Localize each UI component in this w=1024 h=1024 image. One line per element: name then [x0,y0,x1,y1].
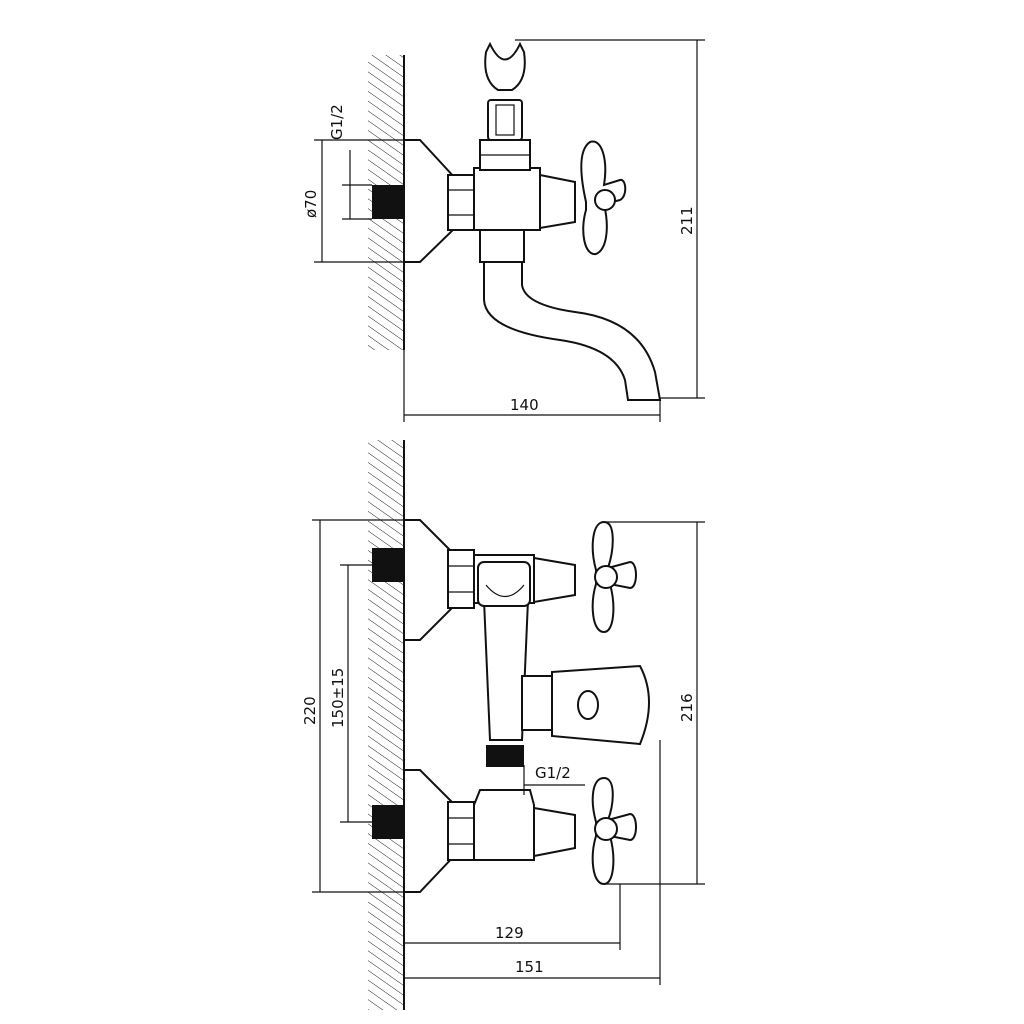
diverter-stem [521,675,553,731]
dim-diameter-top: ø70 [302,139,404,263]
shower-connector-inner [495,104,515,136]
dim-label-diameter: ø70 [302,190,320,218]
thread-connector [486,745,524,767]
pipe-insert-lower [372,805,404,839]
shower-holder-top [484,41,526,91]
dim-height-211: 211 [515,39,705,399]
dim-150: 150±15 [329,564,372,823]
dim-151: 151 [404,740,661,985]
valve-stem-top [539,173,576,230]
front-view: 220 150±15 216 G1/2 129 151 [301,440,705,1010]
spout-collar-top [479,229,525,263]
handle-cap-top [594,189,616,211]
lower-valve-stem [533,806,576,858]
dim-label-216: 216 [678,693,696,722]
dim-label-140: 140 [510,396,539,414]
dim-label-150: 150±15 [329,668,347,728]
dim-label-220: 220 [301,696,319,725]
spout-top [483,261,662,401]
dim-216: 216 [604,521,705,885]
dim-label-151: 151 [515,958,544,976]
dim-220: 220 [301,519,404,893]
hex-nut-lower [447,801,475,861]
dim-label-g12-top: G1/2 [328,104,346,140]
diverter-top-connector [477,561,531,607]
lower-valve-body [473,789,535,861]
handle-cap-lower [594,817,618,841]
shower-connector-top [487,99,523,141]
hex-nut-top [447,174,475,231]
wall-hatch-front [368,440,404,1010]
pipe-insert-top [372,185,404,219]
upper-valve-stem [533,556,576,604]
dim-label-g12-front: G1/2 [535,764,571,782]
diverter-knob [551,664,650,746]
dim-g12-front: G1/2 [523,764,585,795]
top-view: G1/2 ø70 211 140 [302,39,705,422]
shower-outlet-front [485,584,525,598]
hex-nut-upper [447,549,475,609]
dim-129: 129 [404,884,621,950]
handle-cap-upper [594,565,618,589]
diverter-cap [577,690,599,720]
dim-reach-140: 140 [403,350,661,422]
dim-label-129: 129 [495,924,524,942]
dim-g12-top: G1/2 [328,104,372,220]
pipe-insert-upper [372,548,404,582]
mixer-body-top [473,167,541,231]
dim-label-211: 211 [678,206,696,235]
